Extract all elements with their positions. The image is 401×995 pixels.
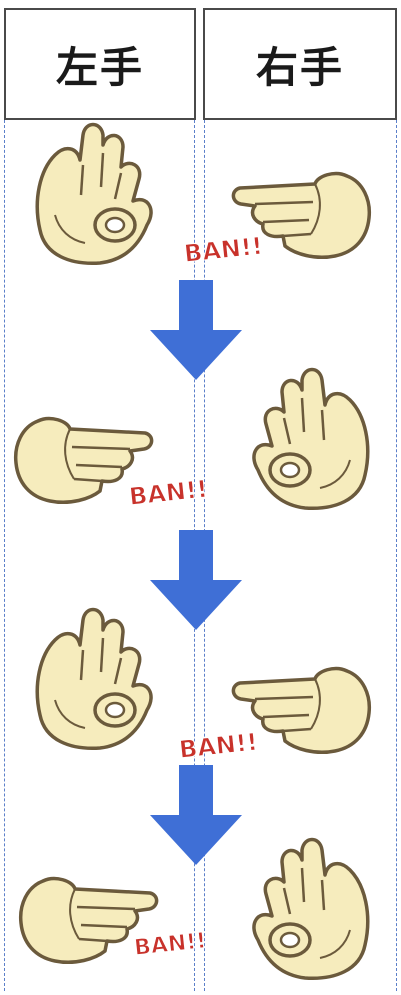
step-4-ban-text: BAN!! [133,929,207,961]
step-3-left-ok-hand-icon [37,610,151,749]
step-4-ban-label: BAN!! [133,929,207,961]
step-1-ban-text: BAN!! [183,232,264,268]
step-2-right-ok-hand-icon [254,370,368,509]
step-2-ban-text: BAN!! [128,475,209,511]
step-3-ban-text: BAN!! [178,728,259,764]
arrow-3-down-icon [150,765,242,865]
step-1-left-ok-hand-icon [37,125,151,264]
step-3-ban-label: BAN!! [178,728,259,764]
arrow-1-down-icon [150,280,242,380]
arrow-2-down-icon [150,530,242,630]
step-4-right-ok-hand-icon [254,840,368,979]
step-2-ban-label: BAN!! [128,475,209,511]
step-1-ban-label: BAN!! [183,232,264,268]
